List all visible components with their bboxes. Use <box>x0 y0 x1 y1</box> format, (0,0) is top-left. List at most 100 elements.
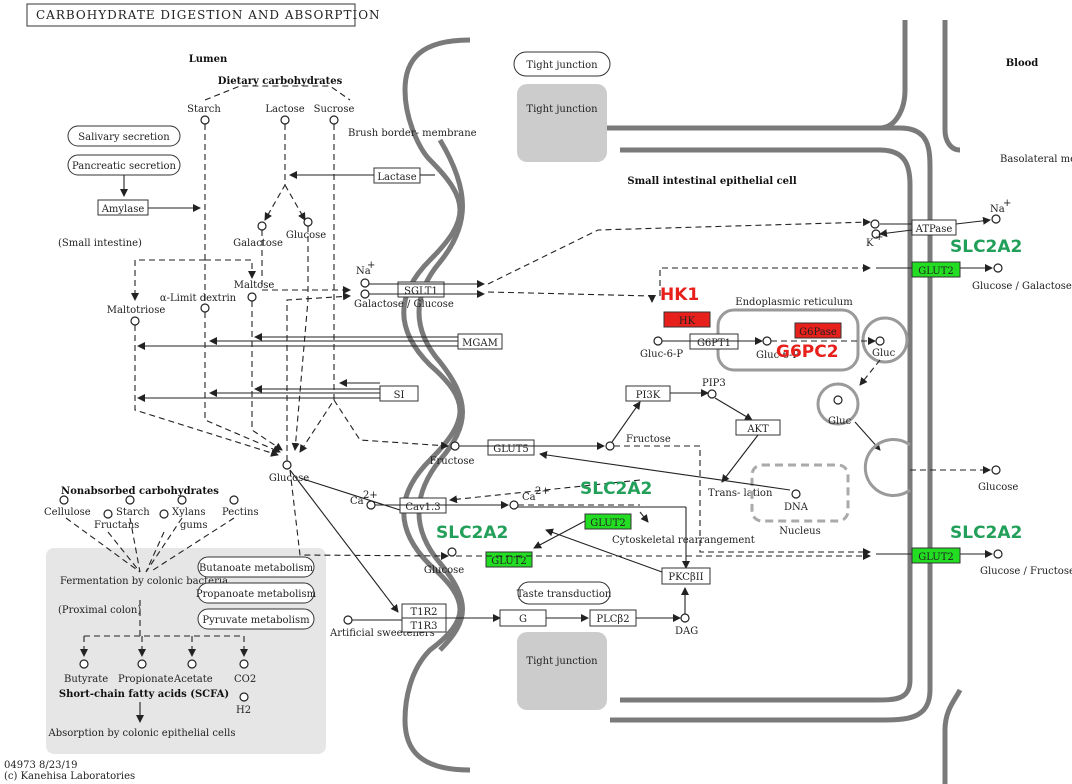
glut2-apical-label: GLUT2 <box>491 556 527 567</box>
xylans-label: Xylans <box>172 507 206 518</box>
akt-to-translation <box>721 434 759 483</box>
taste-transduction-box <box>517 581 611 605</box>
salivary-secretion-label: Salivary secretion <box>78 132 170 143</box>
glucose2-label: Glucose <box>424 565 464 576</box>
maltose-node <box>247 292 257 302</box>
glucose-to-glut2-lumen <box>289 469 449 560</box>
glucose-main-label: Glucose <box>269 473 309 484</box>
gums-label: gums <box>180 520 207 531</box>
cellulose-label: Cellulose <box>44 507 91 518</box>
fructose-lumen-label: Fructose <box>430 456 475 467</box>
basolateral-membrane-top2 <box>879 20 908 131</box>
g-label: G <box>519 614 527 625</box>
starch-to-maltose <box>205 259 256 279</box>
akt-label: AKT <box>746 424 769 435</box>
t1r3-box <box>401 617 447 633</box>
pectins-node <box>229 495 239 505</box>
gluc6p-er-label: Gluc-6-P <box>756 350 799 361</box>
basolateral-label: Basolateral membrane <box>1000 154 1072 165</box>
galactose-label: Galactose <box>233 238 283 249</box>
glut5-box <box>487 439 535 456</box>
lumen-label: Lumen <box>189 54 228 65</box>
propionate-label: Propionate <box>118 674 174 685</box>
atpase-label: ATPase <box>915 224 953 235</box>
translation-label: Trans- lation <box>708 488 773 499</box>
t1r3-label: T1R3 <box>411 621 438 632</box>
cytoskeletal-label: Cytoskeletal rearrangement <box>612 535 755 546</box>
gluc-vesicle-label: Gluc <box>828 416 852 427</box>
propanoate-box <box>197 582 315 604</box>
tight-junction-label: Tight junction <box>526 60 598 71</box>
gluc-er-out <box>859 359 881 386</box>
gal-glu-label: Galactose / Glucose <box>354 299 454 310</box>
ca-sup: 2+ <box>363 490 378 501</box>
lactose-to-glucose <box>284 184 306 221</box>
cell-boundary <box>605 125 933 723</box>
diagram-title: CARBOHYDRATE DIGESTION AND ABSORPTION <box>36 8 381 22</box>
ca-cell-label: Ca <box>522 492 536 503</box>
out-glucose-label: Glucose <box>978 482 1018 493</box>
glucose2-node <box>447 547 457 557</box>
na-node <box>360 278 370 288</box>
glut2-basolateral-top-box <box>911 261 961 278</box>
pyruvate-box <box>197 608 315 630</box>
co2-label: CO2 <box>234 674 256 685</box>
nonabsorbed-label: Nonabsorbed carbohydrates <box>61 486 219 497</box>
cav13-label: Cav1.3 <box>405 502 440 513</box>
fructans-label: Fructans <box>94 520 139 531</box>
glucose-to-hk <box>487 291 656 303</box>
taste-transduction-label: Taste transduction <box>517 589 612 600</box>
glut2-cytoplasm-label: GLUT2 <box>590 518 626 529</box>
starch2-label: Starch <box>116 507 150 518</box>
maltose-label: Maltose <box>234 280 275 291</box>
er-label: Endoplasmic reticulum <box>735 297 853 308</box>
absorption-label: Absorption by colonic epithelial cells <box>48 728 236 739</box>
pyruvate-label[interactable]: Pyruvate metabolism <box>202 615 310 626</box>
na-out-sup: + <box>1003 198 1011 209</box>
dag-node <box>680 613 690 623</box>
starch-node <box>200 115 210 125</box>
artificial-node <box>343 615 353 625</box>
gluc6p-node <box>653 336 663 346</box>
title-box <box>26 3 356 27</box>
sglt1-box <box>397 281 445 298</box>
gene-label-slc2a2-middle: SLC2A2 <box>580 479 652 499</box>
exocytosis-vesicle <box>863 438 911 497</box>
na-out-label: Na <box>990 204 1005 215</box>
butyrate-node <box>79 659 89 669</box>
gene-label-slc2a2-top: SLC2A2 <box>950 237 1022 257</box>
g6pase-label: G6Pase <box>799 327 837 338</box>
dextrin-to-glucose <box>204 312 281 453</box>
k-label: K <box>866 238 874 249</box>
butanoate-label[interactable]: Butanoate metabolism <box>199 563 314 574</box>
nucleus-label: Nucleus <box>779 526 820 537</box>
tight-junction-top-label: Tight junction <box>526 104 598 115</box>
ca-cell-node <box>509 500 519 510</box>
lactase-label: Lactase <box>377 172 416 183</box>
pancreatic-secretion-label: Pancreatic secretion <box>72 161 177 172</box>
acetate-node <box>187 659 197 669</box>
pkcbii-box <box>661 567 711 585</box>
basolateral-membrane-top <box>942 20 961 153</box>
glut2-basolateral-top-label: GLUT2 <box>918 266 954 277</box>
na-to-atpase <box>487 218 871 285</box>
sucrose-node <box>329 115 339 125</box>
glucose-to-sglt1 <box>286 292 351 461</box>
dag-label: DAG <box>675 626 698 637</box>
mgam-label: MGAM <box>462 338 498 349</box>
footer-id: 04973 8/23/19 <box>4 760 78 771</box>
apical-membrane-inner <box>416 138 465 652</box>
atpase-na-out <box>955 216 991 225</box>
salivary-secretion-box <box>67 125 181 147</box>
propionate-node <box>137 659 147 669</box>
t1r2-label: T1R2 <box>411 607 438 618</box>
fermentation-label: Fermentation by colonic bacteria <box>60 576 228 587</box>
nucleus-outline <box>750 463 850 523</box>
gene-label-g6pc2: G6PC2 <box>776 342 839 362</box>
dietary-bracket <box>204 85 351 101</box>
propanoate-label[interactable]: Propanoate metabolism <box>196 589 317 600</box>
blood-label: Blood <box>1006 58 1039 69</box>
tight-junction-bottom-label: Tight junction <box>526 656 598 667</box>
pkc-to-glut2 <box>545 528 663 573</box>
